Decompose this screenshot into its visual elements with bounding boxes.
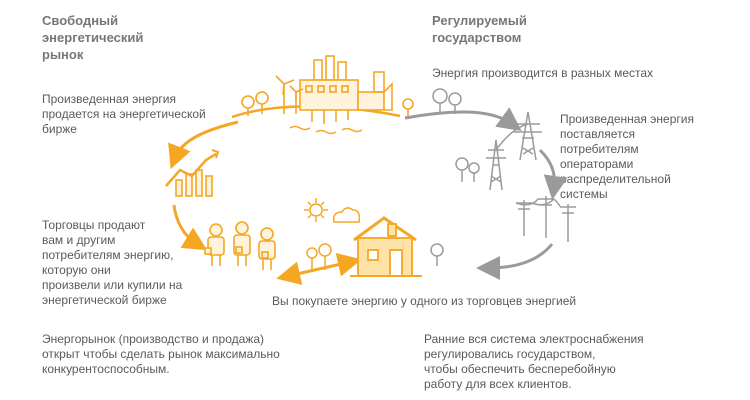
arrow-tower-to-poles [538,148,568,200]
arrow-house-to-traders [276,252,362,286]
right-paragraph-regulation: Ранние вся система электроснабжения регу… [424,332,644,391]
tree-icon [306,243,332,270]
left-heading: Свободный энергетический рынок [42,13,144,62]
power-plant-icon [231,55,414,135]
left-paragraph-market: Энергорынок (производство и продажа) отк… [42,332,280,376]
arrow-plant-to-grid [404,107,522,132]
traders-icon [204,221,276,270]
power-pole-icon [515,196,576,242]
transmission-tower-icon [486,111,542,191]
chart-icon [165,149,220,197]
left-paragraph-traders: Торговцы продают вам и другим потребител… [42,218,183,307]
arrow-plant-to-chart [168,120,239,170]
sun-icon [304,198,328,222]
arrow-poles-to-house [476,243,554,280]
right-paragraph-production: Энергия производится в разных местах [432,66,654,80]
arrow-chart-to-traders [172,204,208,251]
right-heading: Регулируемый государством [432,13,527,45]
bottom-caption: Вы покупаете энергию у одного из торговц… [272,294,577,308]
house-icon [350,216,422,277]
left-paragraph-exchange: Произведенная энергия продается на энерг… [42,92,206,136]
tree-icon-grey [430,88,480,266]
right-paragraph-distribution: Произведенная энергия поставляется потре… [560,112,694,201]
cloud-icon [332,207,361,223]
